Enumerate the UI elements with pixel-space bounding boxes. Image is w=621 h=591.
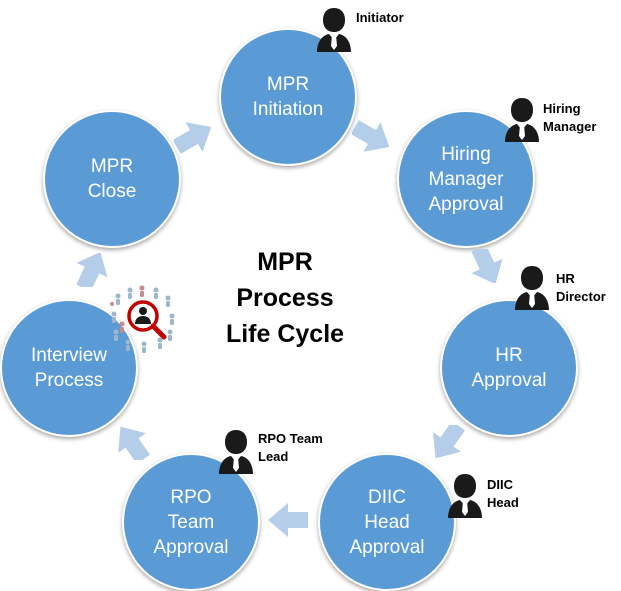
stage-label: RPO Team Approval: [153, 486, 229, 558]
stage-diic-head-approval[interactable]: DIIC Head Approval: [318, 453, 456, 591]
stage-rpo-team-approval[interactable]: RPO Team Approval: [122, 453, 260, 591]
stage-label: Hiring Manager Approval: [428, 143, 504, 215]
stage-hr-approval[interactable]: HR Approval: [440, 299, 578, 437]
arrow-icon: [72, 253, 112, 287]
stage-label: MPR Initiation: [252, 74, 324, 120]
people-search-icon: [110, 285, 175, 353]
diagram-title: MPR Process Life Cycle: [225, 248, 345, 348]
role-label-diic-head: DIIC Head: [487, 477, 519, 510]
person-icon: [512, 264, 552, 310]
stage-mpr-close[interactable]: MPR Close: [43, 110, 181, 248]
person-icon: [216, 428, 256, 474]
role-label-hr-director: HR Director: [556, 271, 606, 304]
stage-label: HR Approval: [471, 345, 547, 391]
role-label-hiring-manager: Hiring Manager: [543, 101, 597, 134]
person-icon: [314, 6, 354, 52]
role-label-rpo-team-lead: RPO Team Lead: [258, 431, 323, 464]
stage-label: MPR Close: [87, 156, 137, 202]
arrow-icon: [268, 503, 308, 537]
person-icon: [502, 96, 542, 142]
arrow-icon: [112, 426, 152, 460]
stage-label: Interview Process: [30, 345, 108, 391]
stage-label: DIIC Head Approval: [349, 486, 425, 558]
arrow-icon: [467, 249, 507, 283]
arrow-icon: [174, 120, 214, 154]
arrow-icon: [427, 425, 467, 459]
arrow-icon: [352, 120, 392, 154]
person-icon: [445, 472, 485, 518]
role-label-initiator: Initiator: [356, 10, 404, 25]
